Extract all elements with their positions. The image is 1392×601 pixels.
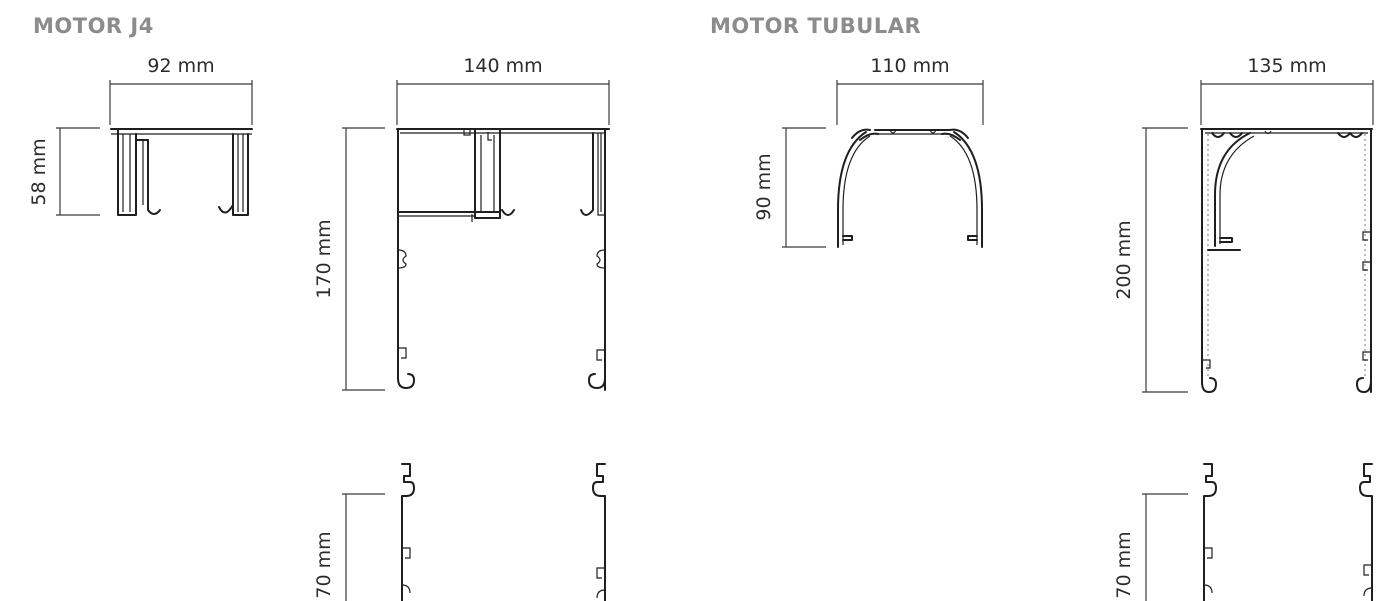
- dimension-j4-box-height: 170 mm: [313, 127, 385, 391]
- dim-j4-box-width-label: 140 mm: [463, 55, 542, 77]
- dim-tub-small-width-label: 110 mm: [870, 55, 949, 77]
- dimension-tub-box-width: 135 mm: [1200, 55, 1374, 125]
- dim-tub-small-height-label: 90 mm: [753, 153, 775, 220]
- dimension-tub-small-width: 110 mm: [836, 55, 984, 125]
- dimension-tub-ext-height: 70 mm: [1113, 493, 1188, 601]
- dim-j4-ext-height-label: 70 mm: [313, 531, 335, 598]
- dimension-tub-box-height: 200 mm: [1113, 127, 1188, 393]
- dim-tub-box-height-label: 200 mm: [1113, 220, 1135, 299]
- profile-j4-box: [396, 128, 610, 391]
- section-title-motor-j4: MOTOR J4: [33, 14, 154, 38]
- dimension-j4-small-width: 92 mm: [109, 55, 253, 125]
- dim-j4-small-width-label: 92 mm: [147, 55, 214, 77]
- dim-j4-small-height-label: 58 mm: [28, 138, 50, 205]
- profile-j4-small: [110, 128, 253, 216]
- dim-tub-ext-height-label: 70 mm: [1113, 531, 1135, 598]
- dimension-j4-ext-height: 70 mm: [313, 493, 385, 601]
- dimension-tub-small-height: 90 mm: [753, 127, 826, 248]
- profile-tub-box: [1200, 128, 1373, 393]
- profile-j4-extension: [401, 463, 606, 601]
- profile-tub-extension: [1203, 463, 1373, 601]
- dim-tub-box-width-label: 135 mm: [1247, 55, 1326, 77]
- section-title-motor-tubular: MOTOR TUBULAR: [710, 14, 922, 38]
- dimension-j4-box-width: 140 mm: [396, 55, 610, 125]
- profile-tub-small: [837, 128, 983, 248]
- dimension-j4-small-height: 58 mm: [28, 127, 100, 216]
- dim-j4-box-height-label: 170 mm: [313, 219, 335, 298]
